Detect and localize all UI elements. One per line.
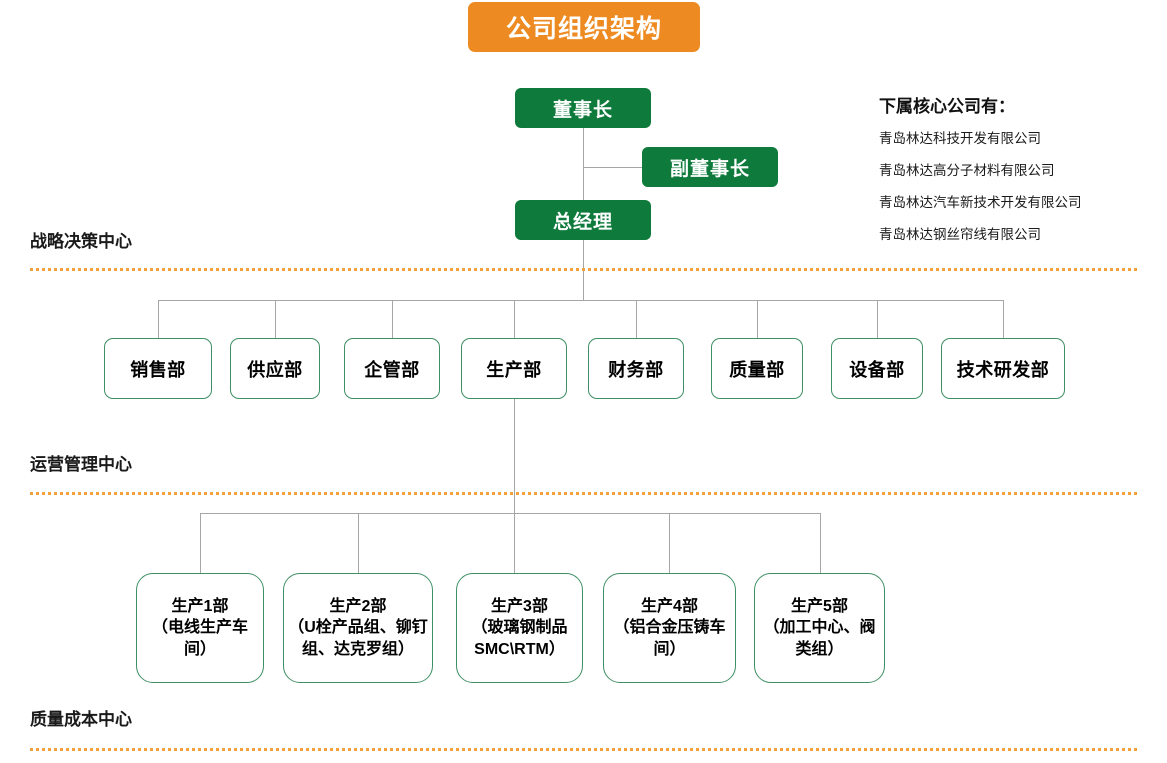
page-title: 公司组织架构 <box>468 2 700 52</box>
department-bus-line <box>158 300 1003 301</box>
drop-line-quality <box>757 300 758 338</box>
drop-line-enterprise-mgmt <box>392 300 393 338</box>
node-finance-dept[interactable]: 财务部 <box>588 338 684 399</box>
drop-line-production-unit-1 <box>200 513 201 573</box>
section-divider-strategy <box>30 268 1137 271</box>
drop-line-production <box>514 300 515 338</box>
node-production-dept[interactable]: 生产部 <box>461 338 567 399</box>
node-general-manager[interactable]: 总经理 <box>515 200 651 240</box>
section-divider-operations <box>30 492 1137 495</box>
subsidiaries-panel: 下属核心公司有： 青岛林达科技开发有限公司 青岛林达高分子材料有限公司 青岛林达… <box>879 92 1159 255</box>
connector-chairman-to-gm <box>583 128 584 200</box>
node-production-unit-4[interactable]: 生产4部（铝合金压铸车间） <box>603 573 736 683</box>
node-vice-chairman[interactable]: 副董事长 <box>642 147 778 187</box>
node-production-unit-5[interactable]: 生产5部（加工中心、阀类组） <box>754 573 885 683</box>
connector-production-to-unit-bus <box>514 399 515 513</box>
drop-line-sales <box>158 300 159 338</box>
node-quality-dept[interactable]: 质量部 <box>711 338 803 399</box>
node-tech-rd-dept[interactable]: 技术研发部 <box>941 338 1065 399</box>
drop-line-equipment <box>877 300 878 338</box>
drop-line-finance <box>636 300 637 338</box>
drop-line-production-unit-5 <box>820 513 821 573</box>
drop-line-production-unit-2 <box>358 513 359 573</box>
drop-line-production-unit-3 <box>514 513 515 573</box>
node-production-unit-2[interactable]: 生产2部（U栓产品组、铆钉组、达克罗组） <box>283 573 433 683</box>
node-chairman[interactable]: 董事长 <box>515 88 651 128</box>
section-divider-quality <box>30 748 1137 751</box>
production-bus-line <box>200 513 820 514</box>
node-production-unit-3[interactable]: 生产3部（玻璃钢制品SMC\RTM） <box>456 573 583 683</box>
node-production-unit-1[interactable]: 生产1部（电线生产车间） <box>136 573 264 683</box>
subsidiaries-title: 下属核心公司有： <box>879 97 1015 116</box>
section-label-operations: 运营管理中心 <box>30 455 132 474</box>
section-label-strategy: 战略决策中心 <box>30 232 132 251</box>
node-enterprise-mgmt-dept[interactable]: 企管部 <box>344 338 440 399</box>
drop-line-supply <box>275 300 276 338</box>
list-item: 青岛林达汽车新技术开发有限公司 <box>879 195 1082 210</box>
node-sales-dept[interactable]: 销售部 <box>104 338 212 399</box>
list-item: 青岛林达科技开发有限公司 <box>879 131 1041 146</box>
drop-line-tech-rd <box>1003 300 1004 338</box>
section-label-quality: 质量成本中心 <box>30 710 132 729</box>
drop-line-production-unit-4 <box>669 513 670 573</box>
list-item: 青岛林达高分子材料有限公司 <box>879 163 1055 178</box>
connector-trunk-to-vice-chairman <box>583 167 642 168</box>
node-equipment-dept[interactable]: 设备部 <box>831 338 923 399</box>
node-supply-dept[interactable]: 供应部 <box>230 338 320 399</box>
list-item: 青岛林达钢丝帘线有限公司 <box>879 227 1041 242</box>
